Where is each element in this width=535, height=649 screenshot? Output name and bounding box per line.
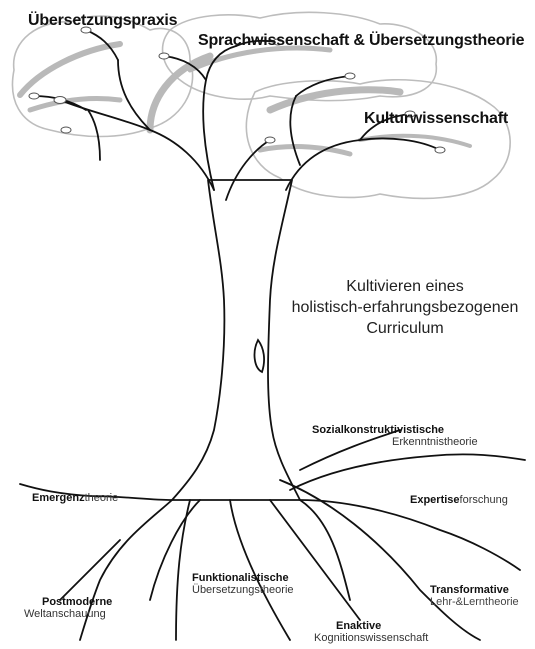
root-label-emergenz: Emergenztheorie — [32, 488, 118, 506]
root-sozial-bold: Sozialkonstruktivistische — [312, 424, 478, 436]
trunk — [172, 180, 300, 500]
root-expertise-light: forschung — [460, 494, 508, 506]
root-enaktive-light: Kognitionswissenschaft — [314, 632, 428, 644]
center-line-1: Kultivieren eines — [280, 276, 530, 297]
center-line-2: holistisch-erfahrungsbezogenen — [280, 297, 530, 318]
root-funktional-light: Übersetzungstheorie — [192, 584, 294, 596]
root-label-postmoderne: Postmoderne Weltanschauung — [24, 596, 112, 620]
root-postmoderne-light: Weltanschauung — [24, 608, 112, 620]
center-statement: Kultivieren eines holistisch-erfahrungsb… — [280, 276, 530, 339]
label-sprachwissenschaft: Sprachwissenschaft & Übersetzungstheorie — [198, 32, 524, 50]
root-transformative-light: Lehr-&Lerntheorie — [430, 596, 519, 608]
root-label-transformative: Transformative Lehr-&Lerntheorie — [430, 584, 519, 608]
root-label-enaktive: Enaktive Kognitionswissenschaft — [314, 620, 428, 644]
root-enaktive-bold: Enaktive — [314, 620, 428, 632]
root-label-funktionalistisch: Funktionalistische Übersetzungstheorie — [192, 572, 294, 596]
root-emergenz-light: theorie — [85, 492, 119, 504]
center-line-3: Curriculum — [280, 318, 530, 339]
label-uebersetzungspraxis: Übersetzungspraxis — [28, 12, 177, 30]
root-postmoderne-bold: Postmoderne — [24, 596, 112, 608]
root-emergenz-bold: Emergenz — [32, 492, 85, 504]
root-sozial-light: Erkenntnistheorie — [312, 436, 478, 448]
root-label-expertise: Expertiseforschung — [410, 490, 508, 508]
root-expertise-bold: Expertise — [410, 494, 460, 506]
root-funktional-bold: Funktionalistische — [192, 572, 294, 584]
label-kulturwissenschaft: Kulturwissenschaft — [364, 110, 508, 128]
root-transformative-bold: Transformative — [430, 584, 519, 596]
root-label-sozialkonstruktivistisch: Sozialkonstruktivistische Erkenntnistheo… — [312, 424, 478, 448]
